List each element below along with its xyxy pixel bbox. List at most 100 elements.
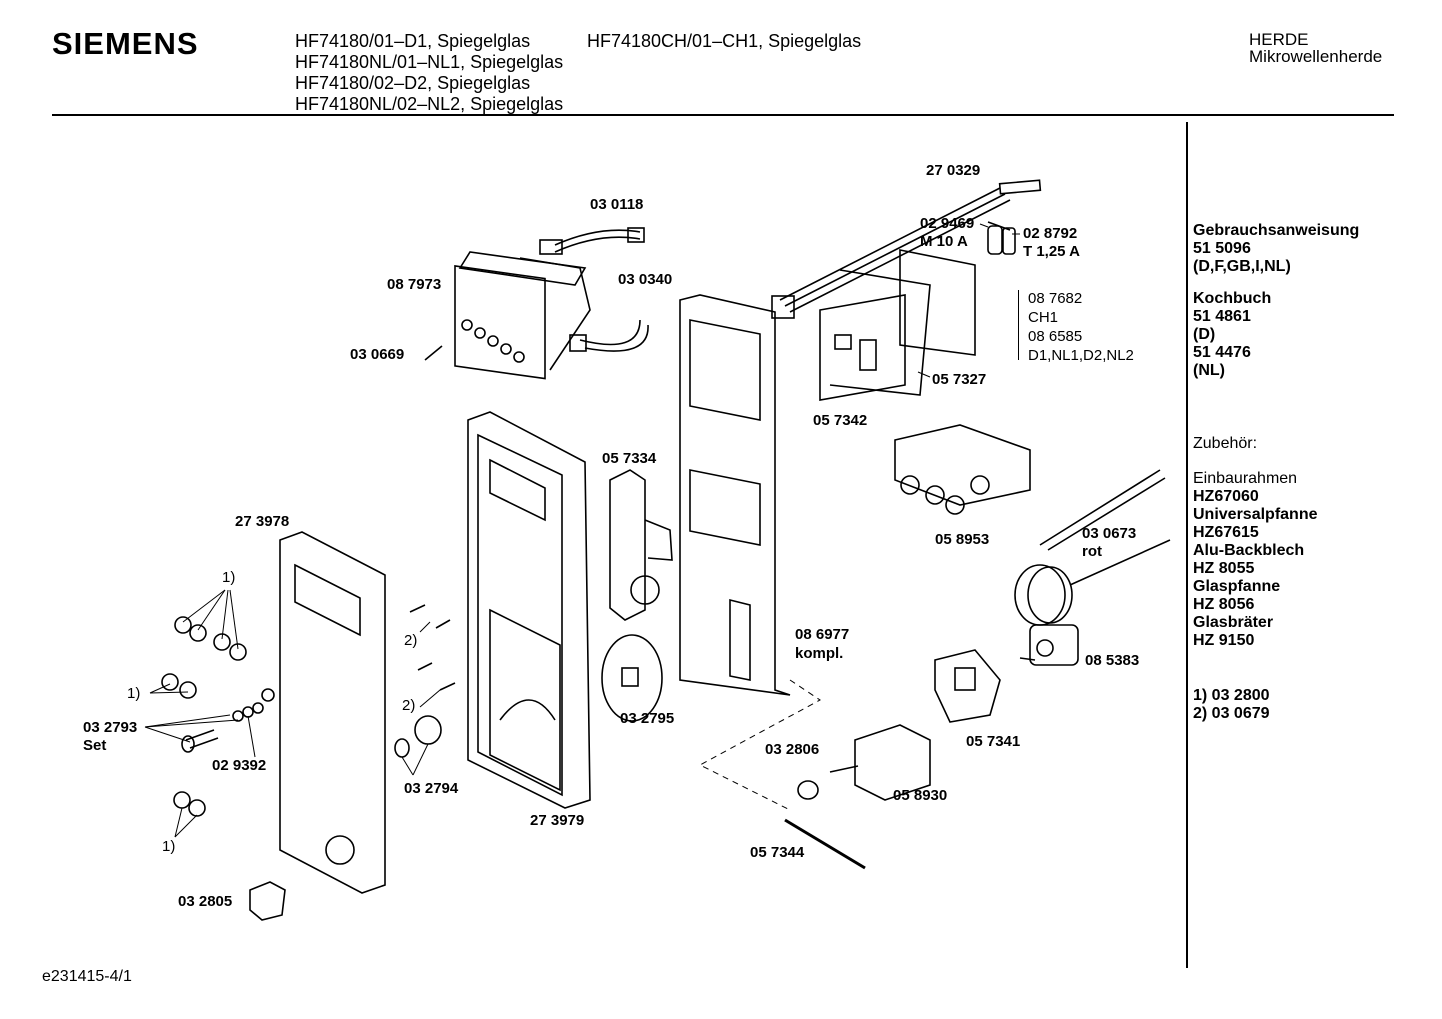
part-label: 05 7342: [813, 412, 868, 429]
rotary-switch: [934, 649, 1001, 723]
footnote-marker: 2): [404, 632, 418, 649]
fuse-parts: [987, 221, 1016, 255]
part-label: 03 2805: [178, 893, 233, 910]
accessories-list: Einbaurahmen HZ67060 Universalpfanne HZ6…: [1193, 470, 1317, 650]
manual-languages: (D,F,GB,I,NL): [1193, 258, 1291, 275]
category-block: HERDE Mikrowellenherde: [1249, 31, 1382, 65]
thermostat: [1019, 624, 1079, 666]
accessories-title: Zubehör:: [1193, 435, 1258, 452]
variant-item: CH1: [1028, 309, 1059, 326]
accessory-number: HZ67615: [1193, 524, 1259, 541]
part-label: T 1,25 A: [1023, 243, 1080, 260]
part-label: 05 7327: [932, 371, 987, 388]
model-list-primary: HF74180/01–D1, Spiegelglas HF74180NL/01–…: [295, 31, 563, 115]
part-label: 27 3978: [235, 513, 290, 530]
connection-line: [698, 679, 821, 811]
accessory-name: Glaspfanne: [1193, 578, 1281, 595]
accessory-number: HZ 9150: [1193, 632, 1255, 649]
model-line: HF74180NL/02–NL2, Spiegelglas: [295, 94, 564, 114]
accessory-number: HZ 8056: [1193, 596, 1255, 613]
variant-item: 08 7682: [1028, 290, 1083, 307]
screws: [409, 604, 456, 691]
cookbook-language: (D): [1193, 326, 1216, 343]
part-label: 02 9469: [920, 215, 975, 232]
model-line: HF74180CH/01–CH1, Spiegelglas: [587, 31, 862, 51]
model-list-secondary: HF74180CH/01–CH1, Spiegelglas: [587, 31, 861, 52]
ribbon-cable-upper: [554, 229, 641, 253]
sidebar-divider: [1186, 122, 1188, 968]
cap-part: [249, 881, 286, 921]
drawing-reference: e231415-4/1: [42, 968, 132, 985]
category-subtitle: Mikrowellenherde: [1249, 47, 1383, 66]
part-label: 05 7344: [750, 844, 805, 861]
accessory-name: Einbaurahmen: [1193, 470, 1298, 487]
body-panel: [467, 411, 591, 809]
part-label: 03 2793: [83, 719, 138, 736]
leader-lines: [144, 223, 1020, 838]
part-label: 03 2794: [404, 780, 459, 797]
variant-bracket: [1018, 290, 1019, 360]
part-label: kompl.: [795, 645, 844, 662]
part-label: 03 2806: [765, 741, 820, 758]
part-label: 08 7973: [387, 276, 442, 293]
display-module: [454, 251, 591, 380]
wiring-harness: [771, 179, 1042, 319]
model-line: HF74180/02–D2, Spiegelglas: [295, 73, 531, 93]
part-label: 03 0118: [590, 196, 644, 213]
accessory-name: Universalpfanne: [1193, 506, 1318, 523]
category-title: HERDE: [1249, 30, 1309, 49]
control-board: [819, 249, 976, 401]
footnotes: 1) 03 2800 2) 03 0679: [1193, 687, 1270, 723]
footnote-2: 2) 03 0679: [1193, 705, 1270, 722]
part-label: 05 7334: [602, 450, 657, 467]
manual-number: 51 5096: [1193, 240, 1251, 257]
cookbook-language: (NL): [1193, 362, 1225, 379]
footnote-marker: 1): [127, 685, 141, 702]
cookbook-title: Kochbuch: [1193, 290, 1272, 307]
variant-list: 08 7682 CH1 08 6585 D1,NL1,D2,NL2: [1028, 289, 1134, 365]
footnote-marker: 1): [222, 569, 236, 586]
part-label: 03 0340: [618, 271, 673, 288]
model-line: HF74180NL/01–NL1, Spiegelglas: [295, 52, 564, 72]
accessory-name: Alu-Backblech: [1193, 542, 1305, 559]
part-label: 08 5383: [1085, 652, 1140, 669]
part-label: 05 8953: [935, 531, 990, 548]
part-label: 03 0673: [1082, 525, 1137, 542]
accessory-number: HZ67060: [1193, 488, 1259, 505]
part-label: rot: [1082, 543, 1102, 560]
knob-part: [797, 780, 819, 800]
washer: [414, 715, 442, 745]
spindle: [784, 818, 866, 870]
control-unit: [609, 469, 673, 621]
selector-switch: [829, 724, 931, 801]
part-label: 03 2795: [620, 710, 675, 727]
gear: [601, 634, 663, 722]
bushing: [394, 738, 410, 758]
part-label: Set: [83, 737, 107, 754]
footnote-marker: 2): [402, 697, 416, 714]
variant-item: D1,NL1,D2,NL2: [1028, 347, 1134, 364]
switch-assembly: [894, 424, 1031, 515]
model-line: HF74180/01–D1, Spiegelglas: [295, 31, 531, 51]
cookbook-number: 51 4861: [1193, 308, 1251, 325]
accessory-name: Glasbräter: [1193, 614, 1274, 631]
brand-logo: SIEMENS: [52, 26, 199, 61]
part-label: M 10 A: [920, 233, 968, 250]
mounting-frame: [679, 294, 791, 696]
part-label: 27 3979: [530, 812, 585, 829]
ribbon-cable-lower: [579, 319, 649, 352]
part-label: 05 8930: [893, 787, 948, 804]
footnote-marker: 1): [162, 838, 176, 855]
manual-section: Gebrauchsanweisung 51 5096 (D,F,GB,I,NL): [1193, 222, 1359, 276]
footnote-1: 1) 03 2800: [1193, 687, 1270, 704]
cookbook-number: 51 4476: [1193, 344, 1251, 361]
part-label: 08 6977: [795, 626, 850, 643]
cookbook-section: Kochbuch 51 4861 (D) 51 4476 (NL): [1193, 290, 1271, 380]
header-rule: [52, 114, 1394, 116]
accessory-number: HZ 8055: [1193, 560, 1255, 577]
part-label: 27 0329: [926, 162, 981, 179]
fascia-panel: [279, 531, 386, 894]
manual-title: Gebrauchsanweisung: [1193, 222, 1360, 239]
part-label: 03 0669: [350, 346, 405, 363]
